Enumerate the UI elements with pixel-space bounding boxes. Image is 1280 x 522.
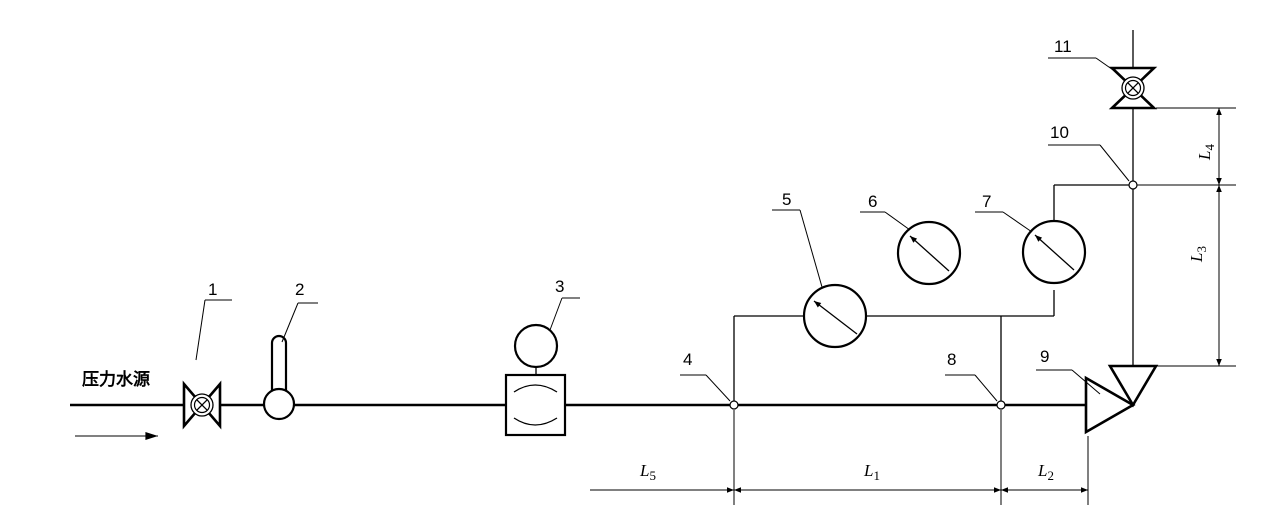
svg-text:10: 10 <box>1050 123 1069 142</box>
svg-text:4: 4 <box>683 350 692 369</box>
dimension-L3: L3 <box>1187 185 1222 366</box>
elbow-fitting-icon <box>1084 364 1159 435</box>
inlet-valve-icon <box>182 380 222 430</box>
callout-11: 11 <box>1048 37 1117 73</box>
svg-text:5: 5 <box>782 190 791 209</box>
callout-9: 9 <box>1036 347 1101 395</box>
pressure-tap-8 <box>996 400 1006 410</box>
svg-text:1: 1 <box>208 280 217 299</box>
svg-text:L2: L2 <box>1037 461 1054 483</box>
source-label: 压力水源 <box>82 369 150 390</box>
pressure-tap-10 <box>1128 180 1138 190</box>
svg-text:L3: L3 <box>1187 246 1209 263</box>
svg-text:6: 6 <box>868 192 877 211</box>
callout-8: 8 <box>945 350 998 402</box>
callout-3: 3 <box>549 277 580 331</box>
flow-meter-icon <box>504 323 567 437</box>
svg-text:L4: L4 <box>1195 144 1217 161</box>
dimension-L5: L5 <box>590 461 734 493</box>
callout-2: 2 <box>281 280 318 343</box>
dimension-L1: L1 <box>734 461 1001 493</box>
svg-text:L1: L1 <box>863 461 880 483</box>
pressure-gauge-5-icon <box>802 283 868 349</box>
dimension-L4: L4 <box>1195 108 1222 185</box>
dimension-L2: L2 <box>1001 461 1088 493</box>
callout-6: 6 <box>860 192 911 231</box>
callout-4: 4 <box>680 350 731 402</box>
svg-text:11: 11 <box>1054 37 1072 56</box>
svg-text:7: 7 <box>982 192 991 211</box>
callout-5: 5 <box>772 190 823 288</box>
svg-text:2: 2 <box>295 280 304 299</box>
outlet-valve-icon <box>1108 66 1158 110</box>
pressure-gauge-6-icon <box>896 220 962 286</box>
callout-7: 7 <box>975 192 1033 233</box>
callout-1: 1 <box>195 280 232 361</box>
svg-text:8: 8 <box>947 350 956 369</box>
svg-text:L5: L5 <box>639 461 656 483</box>
gauge-connection-line <box>866 290 1055 405</box>
pressure-gauge-7-icon <box>1021 184 1129 285</box>
pressure-tap-4 <box>729 315 804 410</box>
thermometer-icon <box>262 334 296 421</box>
svg-text:9: 9 <box>1040 347 1049 366</box>
callout-10: 10 <box>1048 123 1130 182</box>
svg-text:3: 3 <box>555 277 564 296</box>
